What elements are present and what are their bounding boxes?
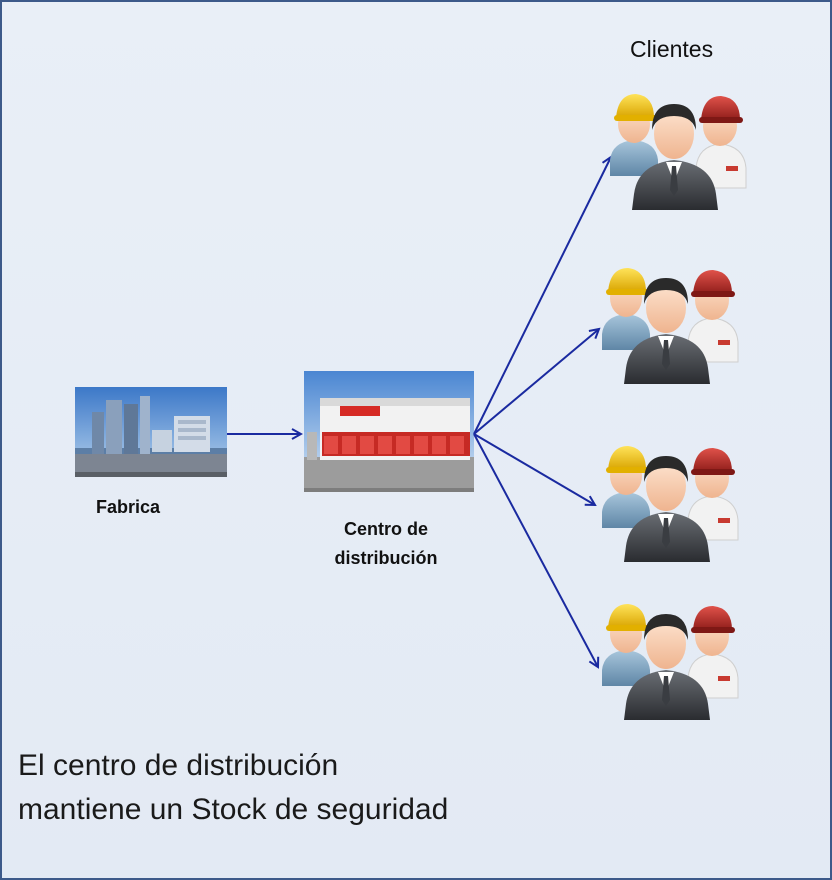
factory-photo-icon: [75, 387, 227, 477]
footnote-line1: El centro de distribución: [18, 749, 339, 782]
distribution-center-label: Centro de distribución: [308, 515, 464, 573]
factory-label: Fabrica: [96, 497, 161, 517]
distribution-center-label-line1: Centro de: [343, 519, 428, 539]
distribution-center-label-line2: distribución: [334, 548, 438, 568]
clients-heading: Clientes: [630, 36, 714, 62]
client-group-icon: [609, 93, 747, 211]
arrow-to-client-1: [473, 157, 611, 435]
arrow-to-client-4: [473, 433, 598, 667]
client-group-icon: [601, 603, 739, 721]
footnote-text: El centro de distribución mantiene un St…: [18, 744, 448, 832]
client-group-icon: [601, 267, 739, 385]
footnote-line2: mantiene un Stock de seguridad: [18, 793, 449, 826]
arrow-to-client-2: [473, 329, 599, 435]
distribution-center-photo-icon: [304, 371, 474, 492]
client-group-icon: [601, 445, 739, 563]
arrow-to-client-3: [473, 433, 595, 505]
